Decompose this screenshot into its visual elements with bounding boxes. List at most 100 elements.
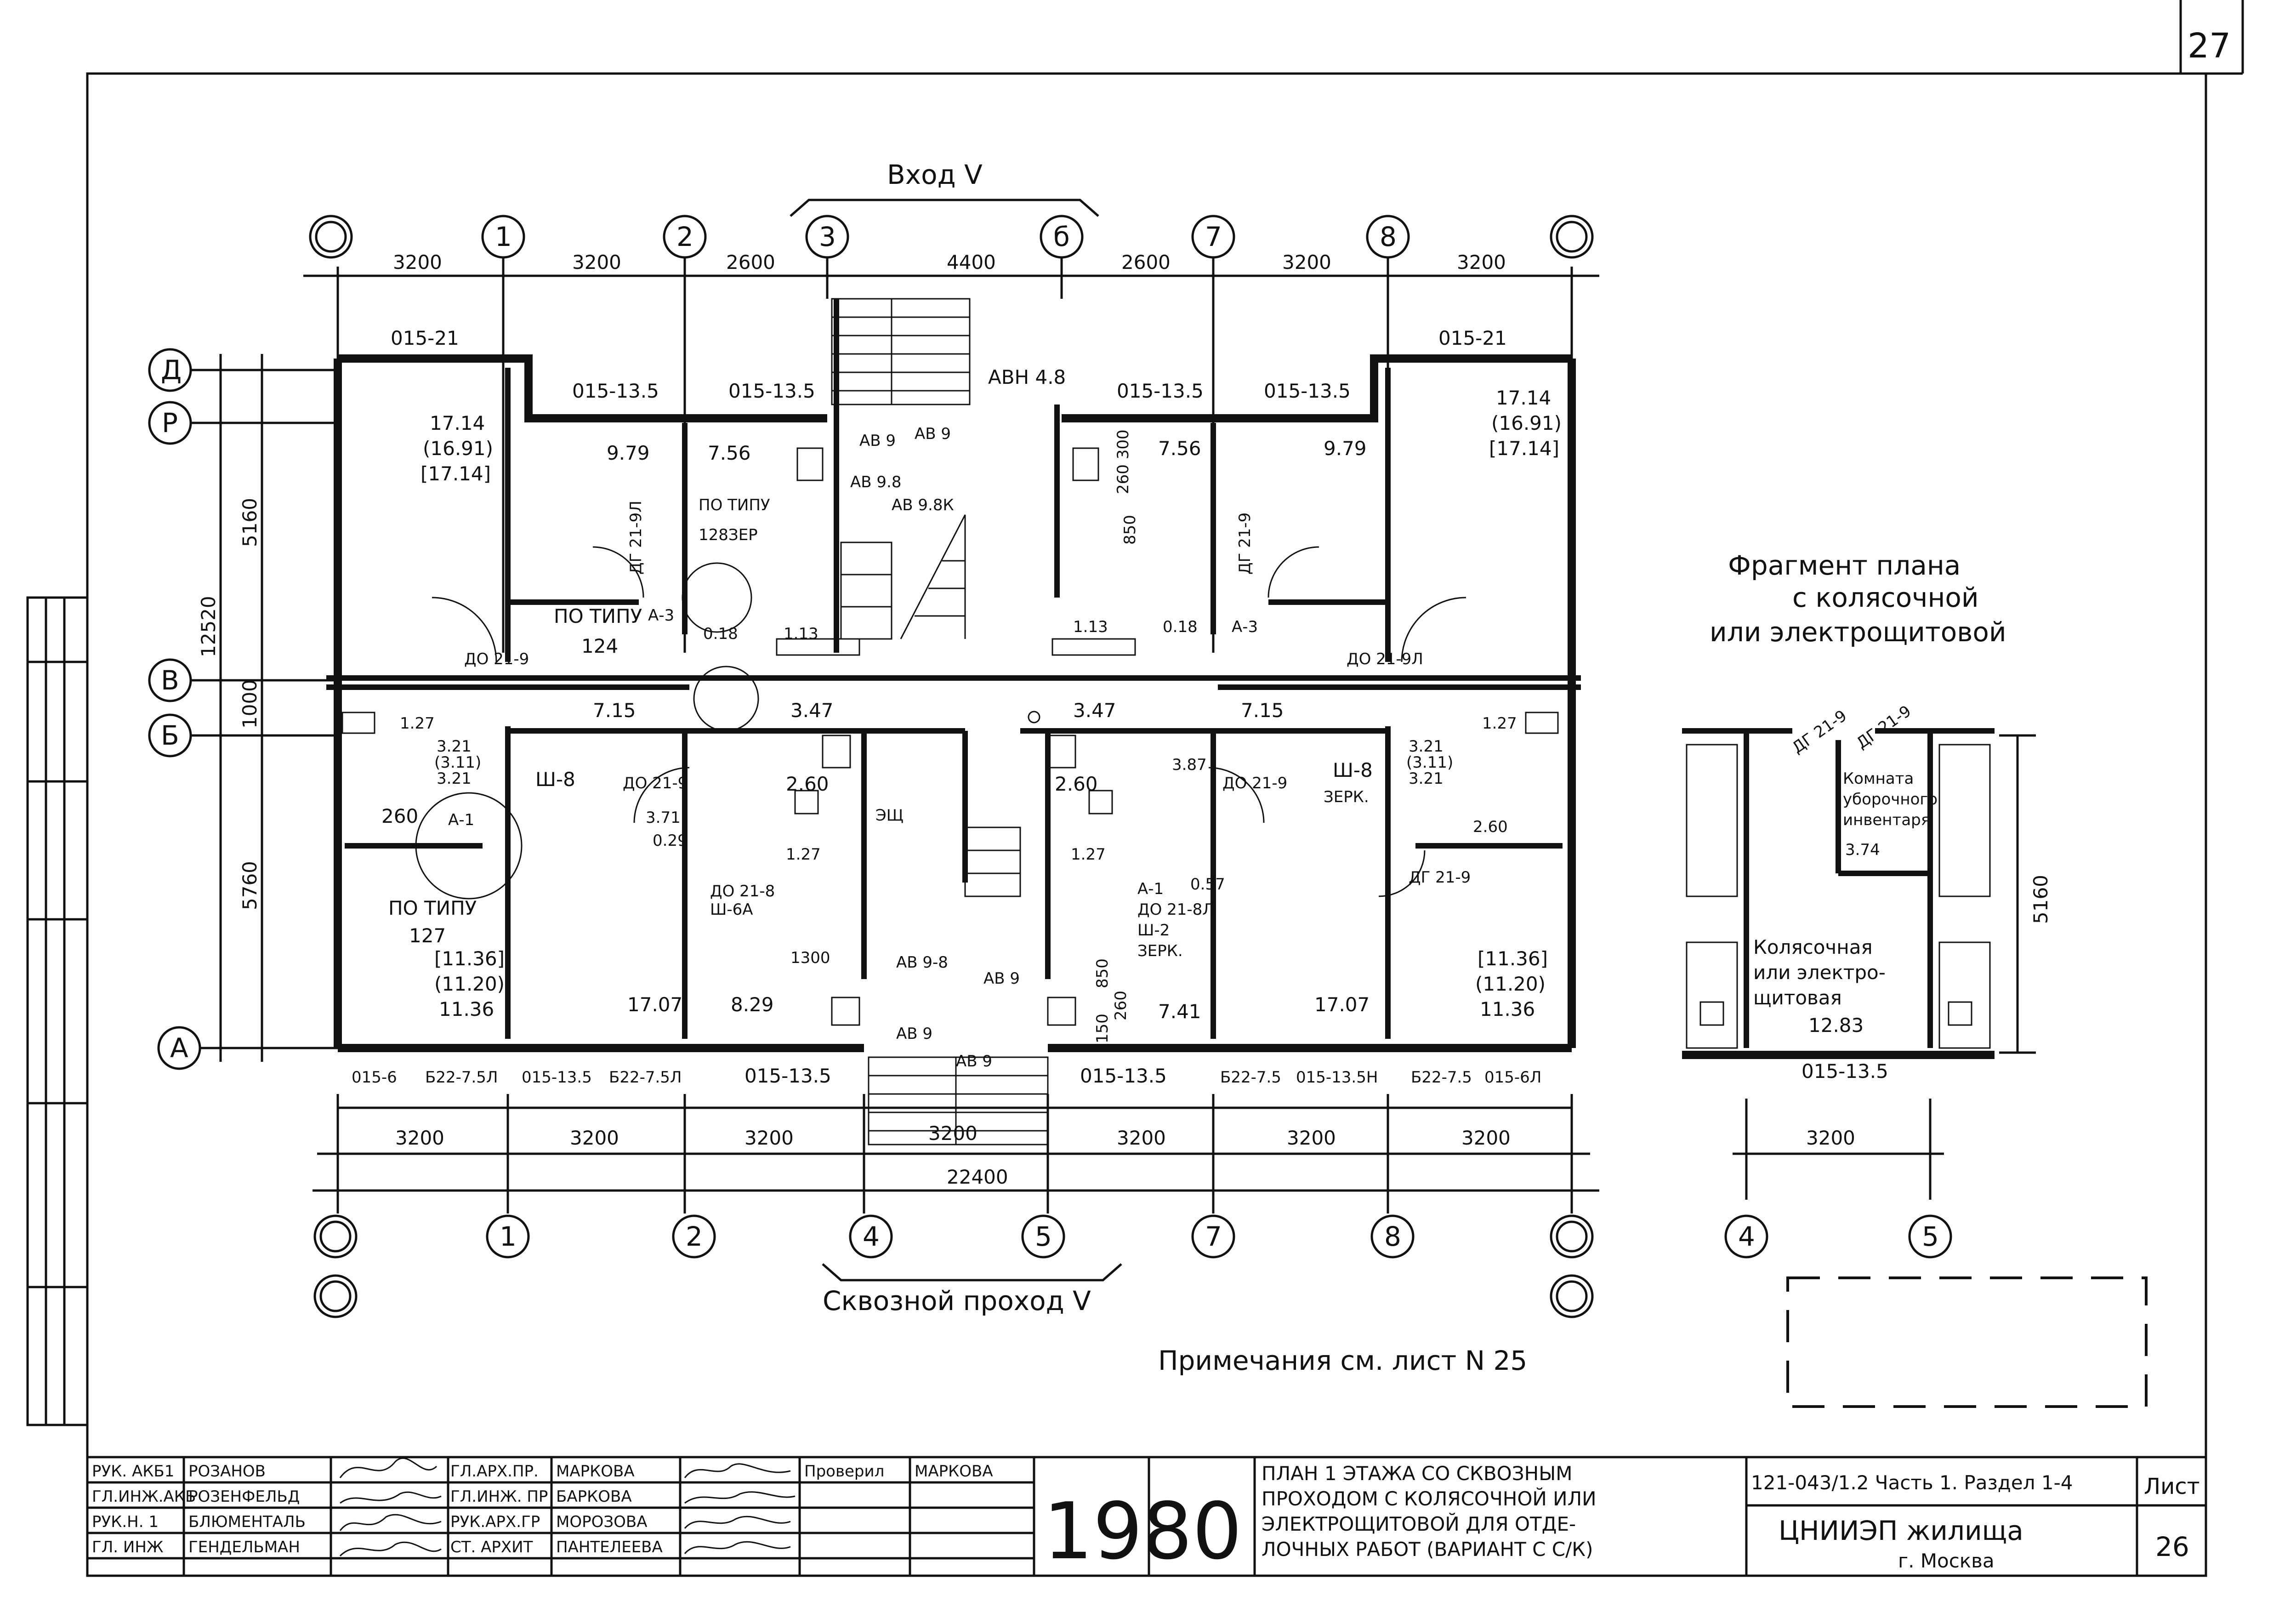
dim-top: 3200 bbox=[393, 251, 442, 273]
person-name: МАРКОВА bbox=[556, 1462, 635, 1481]
room-area: [17.14] bbox=[421, 462, 491, 485]
organization-name: ЦНИИЭП жилища bbox=[1779, 1515, 2023, 1546]
room-label: ЭЩ bbox=[875, 806, 904, 825]
staircase-top bbox=[831, 298, 971, 640]
dim-note: 150 bbox=[1093, 1014, 1112, 1043]
role-label: РУК.Н. 1 bbox=[92, 1513, 159, 1531]
sheet-frame bbox=[26, 0, 2244, 1577]
axis-label-bottom: 2 bbox=[686, 1221, 703, 1252]
room-area: 0.29 bbox=[653, 832, 688, 850]
room-name: Колясочная bbox=[1753, 936, 1873, 958]
room-area: 1.27 bbox=[400, 714, 435, 733]
door-label: АВН 4.8 bbox=[988, 366, 1066, 388]
door-label: ДГ 21-9Л bbox=[627, 501, 645, 575]
door-label: АВ 9 bbox=[915, 425, 951, 443]
stove-icon bbox=[796, 447, 824, 481]
room-area: (11.20) bbox=[1475, 973, 1546, 995]
dim-left-inner: 1000 bbox=[239, 679, 261, 729]
note-label: 127 bbox=[409, 924, 446, 947]
room-area: 0.57 bbox=[1190, 875, 1225, 894]
organization-city: г. Москва bbox=[1898, 1550, 1995, 1572]
room-name: Комната bbox=[1843, 769, 1914, 788]
person-name: БАРКОВА bbox=[556, 1487, 632, 1506]
window-label: 015-13.5 bbox=[572, 380, 659, 402]
room-area: 17.07 bbox=[1314, 993, 1370, 1016]
role-label: ГЛ.ИНЖ. ПР bbox=[450, 1487, 548, 1506]
room-name: инвентаря bbox=[1843, 811, 1930, 829]
bathtub-icon bbox=[1525, 712, 1559, 734]
room-area: 3.21 bbox=[1409, 737, 1444, 756]
notes-reference: Примечания см. лист N 25 bbox=[1158, 1345, 1527, 1376]
room-area: 1.27 bbox=[786, 845, 821, 864]
signature-icon bbox=[684, 1491, 796, 1504]
project-code: 121-043/1.2 Часть 1. Раздел 1-4 bbox=[1751, 1471, 2073, 1494]
axis-label-top: 1 bbox=[495, 221, 512, 252]
room-area: 1.13 bbox=[784, 625, 818, 643]
window-label: 015-6 bbox=[352, 1068, 397, 1087]
window-label: 015-6Л bbox=[1484, 1068, 1541, 1087]
dim-bottom: 3200 bbox=[1461, 1127, 1511, 1149]
stove-icon bbox=[1072, 447, 1099, 481]
person-name: РОЗАНОВ bbox=[188, 1462, 266, 1481]
door-label: АВ 9 bbox=[983, 969, 1020, 988]
note-label: 124 bbox=[581, 635, 618, 657]
room-area: 9.79 bbox=[607, 442, 650, 464]
room-area: 3.74 bbox=[1845, 841, 1880, 859]
axis-label-top: 3 bbox=[819, 221, 836, 252]
window-label: 015-13.5Н bbox=[1296, 1068, 1378, 1087]
axis-label-bottom: 5 bbox=[1035, 1221, 1052, 1252]
axis-label-bottom: 4 bbox=[863, 1221, 880, 1252]
fragment-dim-width: 3200 bbox=[1806, 1127, 1855, 1149]
room-area: (16.91) bbox=[423, 437, 493, 460]
fragment-dim-height: 5160 bbox=[2029, 875, 2052, 924]
room-area: 2.60 bbox=[1055, 773, 1098, 795]
stove-icon bbox=[1047, 997, 1076, 1026]
door-label: ДО 21-9 bbox=[623, 774, 688, 792]
window-label: 015-13.5 bbox=[1802, 1060, 1888, 1083]
room-area: 2.60 bbox=[1473, 818, 1508, 836]
stove-icon bbox=[1948, 1001, 1972, 1026]
room-area: 17.14 bbox=[1496, 387, 1551, 409]
person-name: МОРОЗОВА bbox=[556, 1513, 648, 1531]
person-name: ГЕНДЕЛЬМАН bbox=[188, 1538, 300, 1556]
door-label: АВ 9.8К bbox=[892, 496, 954, 514]
plan-labels: 015-21 015-13.5 015-13.5 АВН 4.8 015-13.… bbox=[352, 327, 1562, 1087]
axis-label-left: В bbox=[161, 665, 179, 696]
dim-top: 3200 bbox=[572, 251, 621, 273]
mark-label: А-3 bbox=[1232, 618, 1258, 636]
room-area: 7.56 bbox=[1158, 437, 1201, 460]
room-area: (11.20) bbox=[434, 973, 505, 995]
room-area: 17.07 bbox=[627, 993, 682, 1016]
fragment-axis-label: 4 bbox=[1738, 1221, 1755, 1252]
room-area: 0.18 bbox=[703, 625, 738, 643]
axis-label-bottom: 1 bbox=[500, 1221, 517, 1252]
room-area: 8.29 bbox=[731, 993, 774, 1016]
door-label: ДО 21-9Л bbox=[1347, 650, 1423, 668]
axis-label-top: 8 bbox=[1380, 221, 1397, 252]
mark-label: А-1 bbox=[448, 811, 474, 829]
stove-icon bbox=[1047, 735, 1076, 769]
toilet-icon bbox=[1088, 790, 1113, 815]
entrance-brace bbox=[790, 199, 1099, 217]
dim-bottom: 3200 bbox=[395, 1127, 444, 1149]
room-name: уборочного bbox=[1843, 790, 1938, 809]
signature-icon bbox=[684, 1541, 791, 1554]
room-area: 7.56 bbox=[708, 442, 751, 464]
role-label: РУК. АКБ1 bbox=[92, 1462, 174, 1481]
room-area: 2.60 bbox=[786, 773, 829, 795]
passage-label: Сквозной проход V bbox=[823, 1285, 1091, 1316]
room-area: 12.83 bbox=[1808, 1014, 1864, 1037]
year: 1980 bbox=[1043, 1486, 1242, 1577]
dim-bottom: 3200 bbox=[1117, 1127, 1166, 1149]
sheet-label: Лист bbox=[2144, 1474, 2200, 1499]
signature-icon bbox=[684, 1516, 791, 1529]
passage-brace bbox=[822, 1263, 1122, 1282]
door-swings bbox=[415, 546, 1466, 900]
room-area: 3.87 bbox=[1172, 756, 1207, 774]
door-label: АВ 9 bbox=[956, 1052, 992, 1071]
stove-icon bbox=[1699, 1001, 1724, 1026]
fixtures bbox=[341, 447, 1559, 1026]
door-label: ДО 21-8Л bbox=[1137, 900, 1214, 919]
dim-note: 850 bbox=[1121, 515, 1139, 545]
fragment-axis-label: 5 bbox=[1922, 1221, 1939, 1252]
